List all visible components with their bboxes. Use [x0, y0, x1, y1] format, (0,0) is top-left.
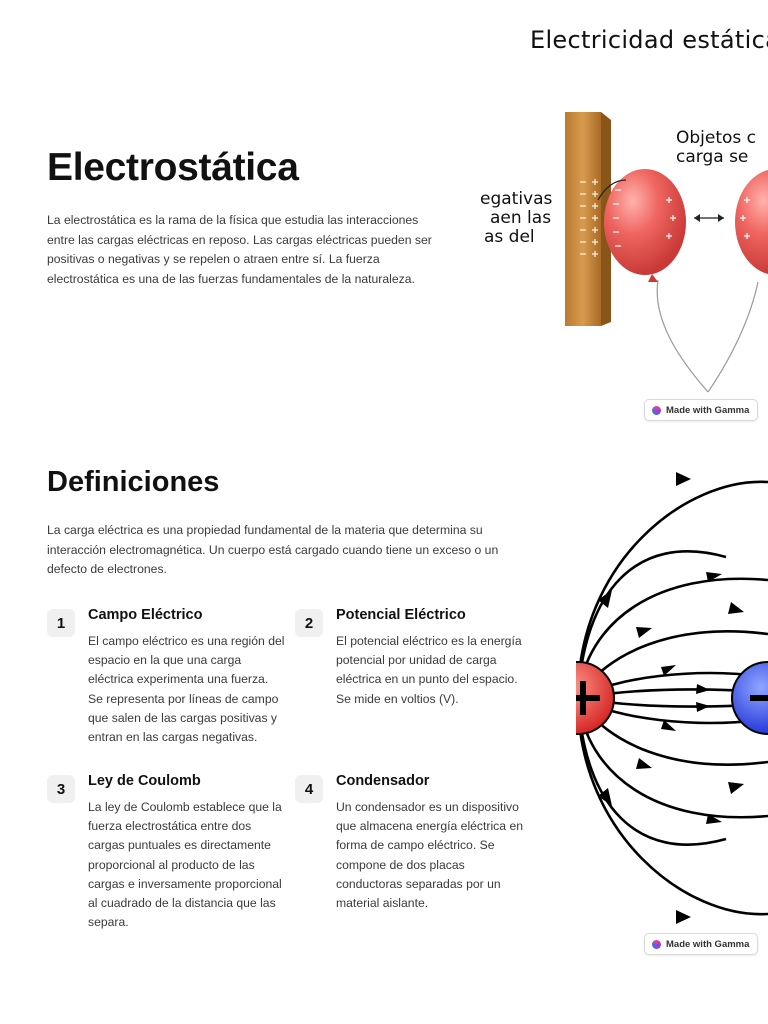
balloon-right — [735, 170, 768, 274]
balloon-svg: egativas aen las as del — [480, 112, 768, 393]
balloon-illustration: egativas aen las as del — [480, 0, 768, 440]
balloon-string-left — [656, 279, 709, 393]
definition-text: El campo eléctrico es una región del esp… — [88, 634, 285, 745]
right-caption-line-2: carga se — [676, 147, 748, 167]
intro-title: Electrostática — [47, 146, 299, 189]
definition-title: Ley de Coulomb — [88, 773, 201, 789]
electric-field-illustration — [576, 462, 768, 932]
page-header-title: Electricidad estática — [530, 26, 768, 54]
definition-number: 3 — [47, 775, 75, 803]
gamma-logo-icon — [652, 939, 661, 949]
made-with-gamma-label: Made with Gamma — [666, 938, 750, 950]
definitions-title: Definiciones — [47, 466, 220, 498]
definition-number: 2 — [295, 609, 323, 637]
attraction-arrow — [597, 179, 627, 201]
made-with-gamma-badge[interactable]: Made with Gamma — [644, 399, 759, 421]
intro-body: La electrostática es la rama de la físic… — [47, 213, 432, 286]
definitions-body: La carga eléctrica es una propiedad fund… — [47, 523, 499, 576]
wood-charges — [580, 179, 598, 257]
left-caption-line-3: as del — [484, 227, 535, 247]
repulsion-arrow-head-left — [694, 214, 700, 222]
balloon-left — [604, 169, 686, 275]
definition-title: Campo Eléctrico — [88, 607, 203, 623]
balloon-string-right — [707, 281, 759, 393]
definition-text: Un condensador es un dispositivo que alm… — [336, 800, 523, 911]
repulsion-arrow-head-right — [718, 214, 724, 222]
balloon-charges — [613, 189, 750, 247]
left-caption-line-1: egativas — [480, 189, 553, 209]
field-arrows — [598, 472, 744, 924]
definition-number: 4 — [295, 775, 323, 803]
balloon-left-knot — [648, 274, 658, 282]
definition-title: Potencial Eléctrico — [336, 607, 466, 623]
definition-text: La ley de Coulomb establece que la fuerz… — [88, 800, 282, 930]
made-with-gamma-label: Made with Gamma — [666, 404, 750, 416]
plus-sign-icon — [576, 681, 600, 715]
definition-number: 1 — [47, 609, 75, 637]
right-caption-line-1: Objetos c — [676, 128, 756, 148]
definition-text: El potencial eléctrico es la energía pot… — [336, 634, 522, 706]
left-caption-line-2: aen las — [490, 208, 551, 228]
definition-title: Condensador — [336, 773, 430, 789]
electric-field-svg — [576, 472, 768, 924]
made-with-gamma-badge[interactable]: Made with Gamma — [644, 933, 759, 955]
gamma-logo-icon — [652, 405, 661, 415]
